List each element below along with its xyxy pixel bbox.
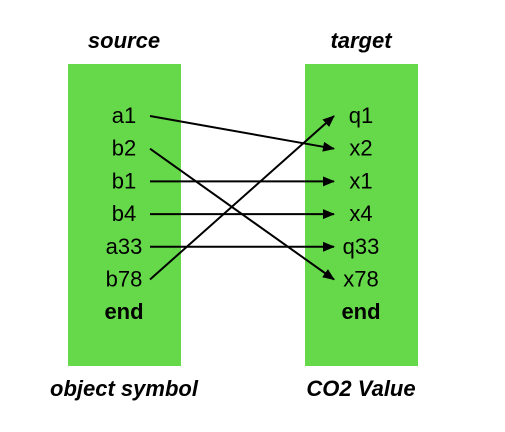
source-footer: object symbol: [50, 376, 199, 401]
source-item-a33: a33: [106, 234, 143, 259]
target-items: q1 x2 x1 x4 q33 x78 end: [341, 103, 380, 324]
arrow-b78-to-q1: [149, 115, 335, 281]
target-item-x4: x4: [349, 201, 372, 226]
source-item-a1: a1: [112, 103, 136, 128]
source-header: source: [88, 28, 160, 53]
source-item-b2: b2: [112, 136, 136, 161]
source-items: a1 b2 b1 b4 a33 b78 end: [104, 103, 143, 324]
target-footer: CO2 Value: [306, 376, 415, 401]
target-item-end: end: [341, 299, 380, 324]
target-item-q33: q33: [343, 234, 380, 259]
source-item-b1: b1: [112, 168, 136, 193]
source-item-b4: b4: [112, 201, 136, 226]
source-item-b78: b78: [106, 267, 143, 292]
mapping-arrows: [149, 115, 335, 281]
target-item-x2: x2: [349, 136, 372, 161]
target-item-q1: q1: [349, 103, 373, 128]
source-item-end: end: [104, 299, 143, 324]
target-item-x78: x78: [343, 267, 378, 292]
target-header: target: [330, 28, 393, 53]
target-item-x1: x1: [349, 168, 372, 193]
